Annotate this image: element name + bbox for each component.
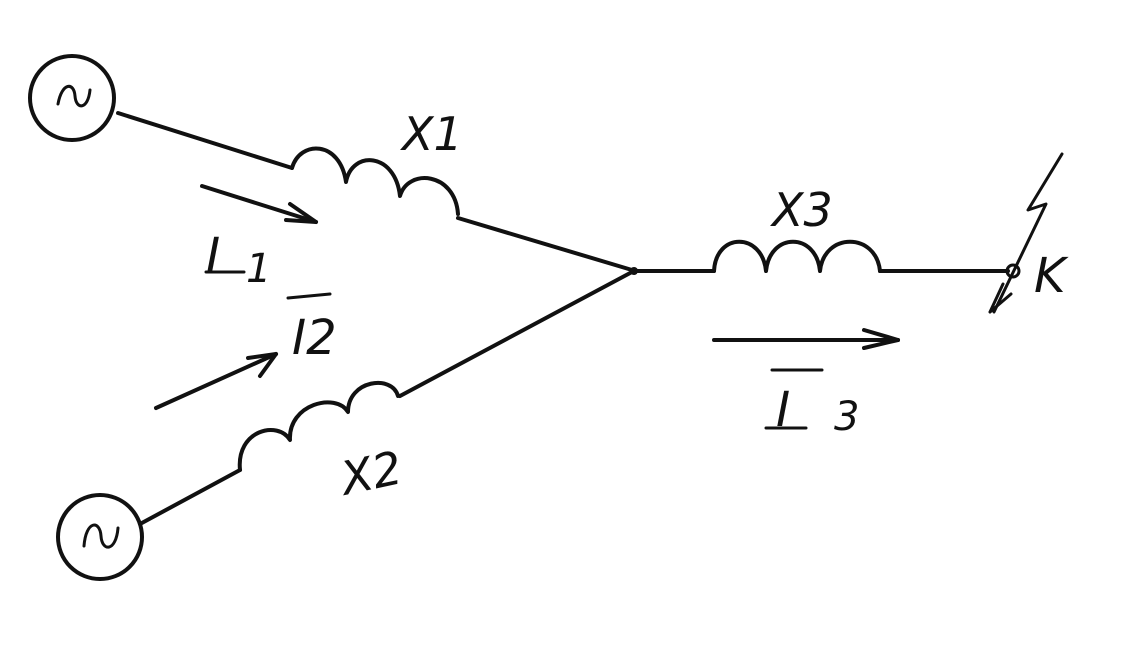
label-x2: X2 (334, 440, 407, 506)
wire-g1-x1 (116, 111, 294, 170)
inductor-x2 (237, 380, 400, 472)
label-x1: X1 (400, 107, 463, 161)
generator-1-circle (28, 54, 116, 142)
generator-1 (28, 54, 116, 142)
inductor-x1 (290, 146, 460, 216)
fault-point-k (1005, 263, 1021, 279)
wire-x1-junction (456, 216, 634, 272)
ac-source-2-icon (82, 523, 120, 549)
wire-g2-x2 (138, 468, 242, 526)
generator-2 (56, 493, 144, 581)
label-i3-letter: I (776, 382, 790, 438)
ac-source-1-icon (56, 85, 92, 108)
label-i1-letter: I (206, 228, 220, 284)
current-arrow-i3 (712, 328, 900, 350)
generator-2-circle (56, 493, 144, 581)
current-arrow-i2 (154, 352, 278, 410)
current-arrow-i1 (200, 184, 318, 224)
label-i2: I2 (286, 292, 337, 366)
label-i2-text: I2 (292, 310, 337, 366)
label-i2-overline (286, 292, 332, 300)
label-x3: X3 (770, 183, 833, 237)
inductor-x3 (712, 239, 882, 273)
label-i1: I 1 (204, 228, 271, 292)
wire-x2-junction (398, 270, 634, 398)
label-i3-subscript: 3 (834, 394, 859, 440)
label-i1-subscript: 1 (246, 246, 271, 292)
label-k: K (1034, 248, 1069, 304)
lightning-icon (988, 152, 1064, 314)
label-i3: I 3 (764, 368, 859, 440)
